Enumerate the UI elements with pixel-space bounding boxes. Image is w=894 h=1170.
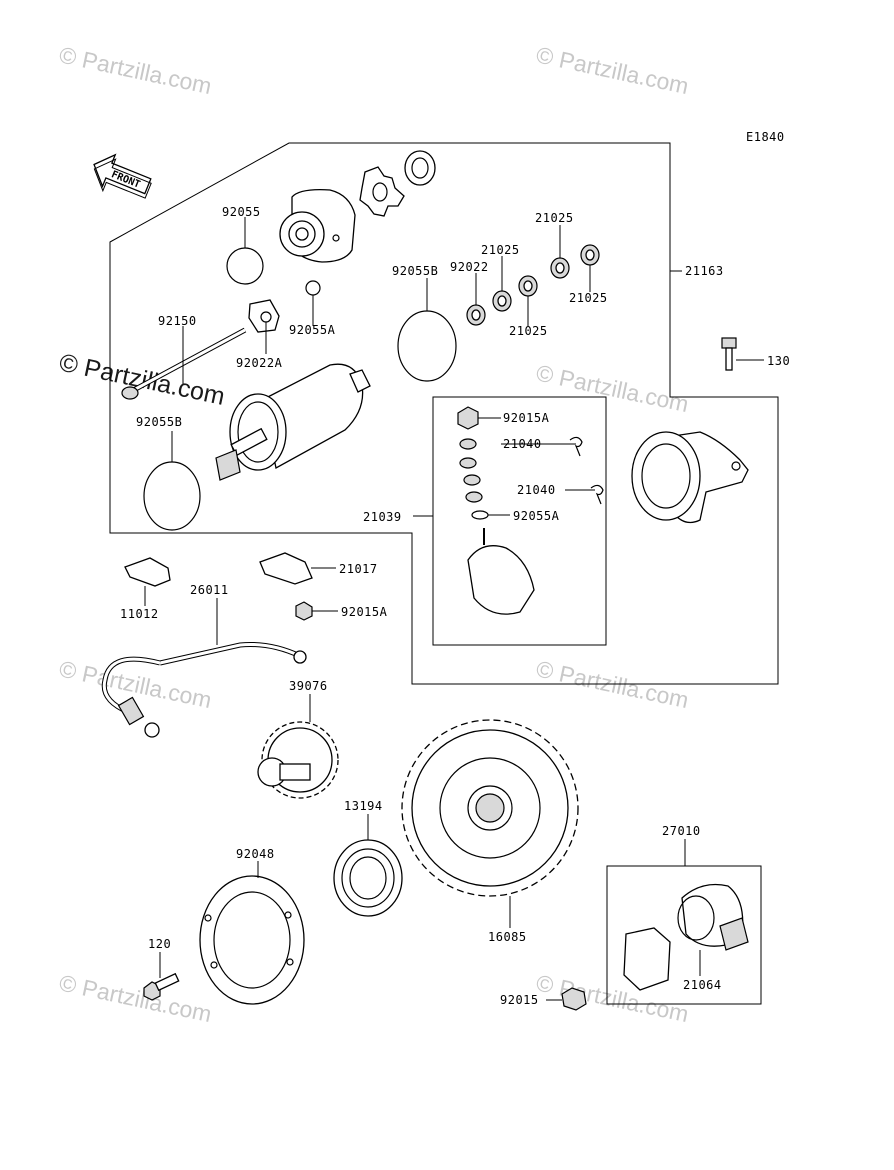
label-92055b-low: 92055B (136, 415, 182, 429)
label-21163: 21163 (685, 264, 724, 278)
starter-cable-part (101, 642, 307, 738)
label-21025-a: 21025 (481, 243, 520, 257)
label-26011: 26011 (190, 583, 229, 597)
idle-gear-part (257, 721, 339, 799)
label-21025-d: 21025 (509, 324, 548, 338)
label-92022a: 92022A (236, 356, 283, 370)
label-11012: 11012 (120, 607, 159, 621)
starter-motor-part (215, 363, 371, 481)
label-21025-c: 21025 (569, 291, 608, 305)
watermark-3: © Partzilla.com (534, 359, 691, 417)
label-92055: 92055 (222, 205, 261, 219)
label-130: 130 (767, 354, 790, 368)
label-13194: 13194 (344, 799, 383, 813)
label-39076: 39076 (289, 679, 328, 693)
through-bolt-part (121, 327, 247, 400)
label-92015: 92015 (500, 993, 539, 1007)
label-92150: 92150 (158, 314, 197, 328)
oring-92055b-low (143, 461, 201, 531)
starter-relay-box (606, 865, 762, 1005)
starter-relay-part (561, 883, 749, 1011)
label-92015a-low: 92015A (341, 605, 388, 619)
label-92048: 92048 (236, 847, 275, 861)
label-21040-b: 21040 (517, 483, 556, 497)
label-92022: 92022 (450, 260, 489, 274)
oring-92055b-top (397, 310, 457, 382)
washer-stack (466, 244, 600, 326)
watermark-8: © Partzilla.com (57, 348, 228, 410)
label-21039: 21039 (363, 510, 402, 524)
oring-92055 (226, 247, 264, 285)
bolt-130 (721, 337, 737, 371)
lock-plate-hole (372, 182, 388, 202)
label-92055a-box: 92055A (513, 509, 560, 523)
part-labels: 92055 92055A 92055B 92022 21025 21025 21… (120, 205, 790, 1007)
label-27010: 27010 (662, 824, 701, 838)
retainer-plate-part (199, 875, 305, 1005)
lead-terminals (124, 552, 313, 621)
leader-lines (144, 217, 764, 1001)
label-21017: 21017 (339, 562, 378, 576)
plate-92022a (248, 299, 280, 333)
front-arrow-icon: FRONT (93, 153, 152, 199)
diagram-code: E1840 (746, 130, 785, 144)
label-21040-a: 21040 (503, 437, 542, 451)
label-92055b-top: 92055B (392, 264, 438, 278)
front-cover-part (279, 189, 356, 263)
starter-gear-part (401, 719, 579, 897)
watermark-1: © Partzilla.com (57, 41, 214, 99)
label-92055a-top: 92055A (289, 323, 336, 337)
label-21064: 21064 (683, 978, 722, 992)
thrust-washer-part (404, 150, 436, 186)
label-16085: 16085 (488, 930, 527, 944)
lock-plate-part (359, 166, 405, 217)
label-92015a-box: 92015A (503, 411, 550, 425)
watermark-2: © Partzilla.com (534, 41, 691, 99)
starter-assembly-outline (109, 142, 779, 685)
clutch-part (333, 839, 403, 917)
brush-holder-box (432, 396, 607, 646)
label-21025-b: 21025 (535, 211, 574, 225)
bolt-120 (143, 972, 180, 1001)
watermark-6: © Partzilla.com (57, 969, 214, 1027)
oring-92055a-top (305, 280, 321, 296)
rear-cover-part (631, 431, 749, 524)
label-120: 120 (148, 937, 171, 951)
brush-holder-parts (457, 406, 604, 615)
